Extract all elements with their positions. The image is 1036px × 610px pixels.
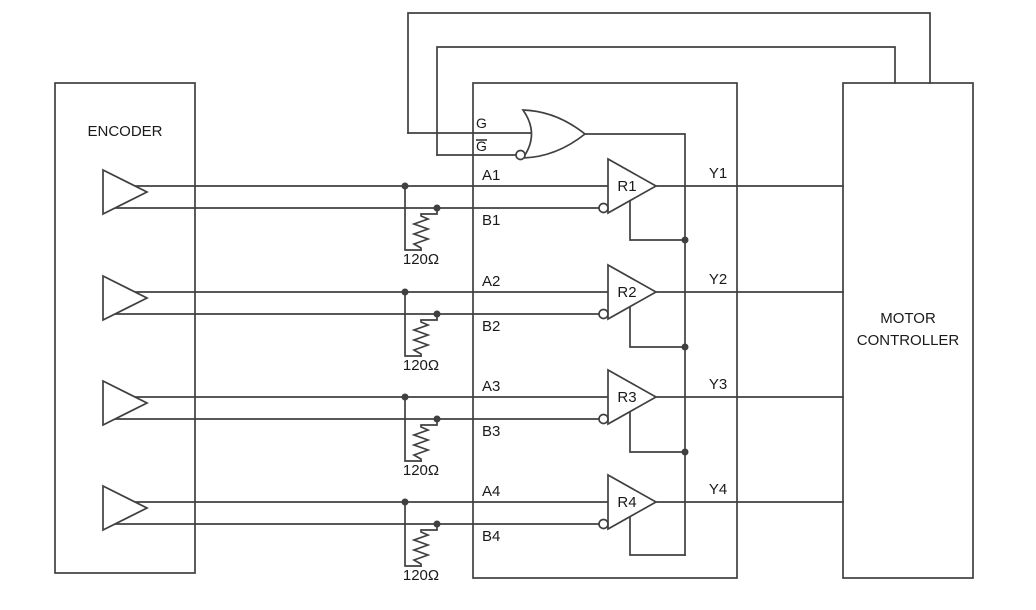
receiver-triangle-2	[607, 263, 658, 321]
enable-stub-3	[629, 411, 686, 453]
junction-dot-b1	[433, 204, 441, 212]
motor-controller-box	[842, 82, 974, 579]
termination-label-4: 120Ω	[403, 567, 439, 584]
receiver-triangle-3	[607, 368, 658, 426]
termination-label-3: 120Ω	[403, 462, 439, 479]
driver-triangle-1	[102, 168, 149, 216]
enable-stub-2	[629, 306, 686, 348]
junction-dot-a3	[401, 393, 409, 401]
input-bubble-3	[598, 413, 609, 425]
termination-drop-2	[404, 291, 422, 357]
junction-dot-enable-1	[681, 236, 689, 244]
y4-label: Y4	[709, 481, 727, 498]
r3-label: R3	[617, 389, 636, 406]
input-bubble-1	[598, 202, 609, 214]
junction-dot-a4	[401, 498, 409, 506]
b1-label: B1	[482, 212, 500, 229]
a1-label: A1	[482, 167, 500, 184]
enable-stub-4	[629, 516, 686, 556]
y1-label: Y1	[709, 165, 727, 182]
gate-input-bubble	[515, 149, 526, 161]
termination-drop-3	[404, 396, 422, 462]
motor-controller-label-line2: CONTROLLER	[857, 332, 960, 349]
driver-triangle-3	[102, 379, 149, 427]
junction-dot-enable-2	[681, 343, 689, 351]
receiver-triangle-1	[607, 157, 658, 215]
enable-stub-1	[629, 200, 686, 241]
gbar-label: G	[476, 138, 487, 154]
input-bubble-2	[598, 308, 609, 320]
enable-gate	[521, 109, 587, 159]
b4-label: B4	[482, 528, 500, 545]
feedback-line-outer	[407, 12, 931, 134]
driver-triangle-4	[102, 484, 149, 532]
receiver-box	[472, 82, 738, 579]
a4-label: A4	[482, 483, 500, 500]
junction-dot-b3	[433, 415, 441, 423]
r4-label: R4	[617, 494, 636, 511]
input-bubble-4	[598, 518, 609, 530]
junction-dot-enable-3	[681, 448, 689, 456]
termination-drop-4	[404, 501, 422, 567]
y2-label: Y2	[709, 271, 727, 288]
termination-resistor-4	[411, 523, 438, 567]
junction-dot-a1	[401, 182, 409, 190]
a3-label: A3	[482, 378, 500, 395]
junction-dot-b2	[433, 310, 441, 318]
junction-dot-b4	[433, 520, 441, 528]
termination-label-1: 120Ω	[403, 251, 439, 268]
b3-label: B3	[482, 423, 500, 440]
termination-label-2: 120Ω	[403, 357, 439, 374]
feedback-line-inner	[436, 46, 896, 156]
y3-label: Y3	[709, 376, 727, 393]
driver-triangle-2	[102, 274, 149, 322]
encoder-label: ENCODER	[87, 123, 162, 140]
encoder-box	[54, 82, 196, 574]
r2-label: R2	[617, 284, 636, 301]
g-label: G	[476, 115, 487, 131]
termination-resistor-2	[411, 313, 438, 357]
termination-resistor-1	[411, 207, 438, 251]
termination-drop-1	[404, 185, 422, 251]
r1-label: R1	[617, 178, 636, 195]
junction-dot-a2	[401, 288, 409, 296]
receiver-triangle-4	[607, 473, 658, 531]
a2-label: A2	[482, 273, 500, 290]
motor-controller-label-line1: MOTOR	[880, 310, 936, 327]
enable-bus	[584, 133, 686, 556]
termination-resistor-3	[411, 418, 438, 462]
b2-label: B2	[482, 318, 500, 335]
